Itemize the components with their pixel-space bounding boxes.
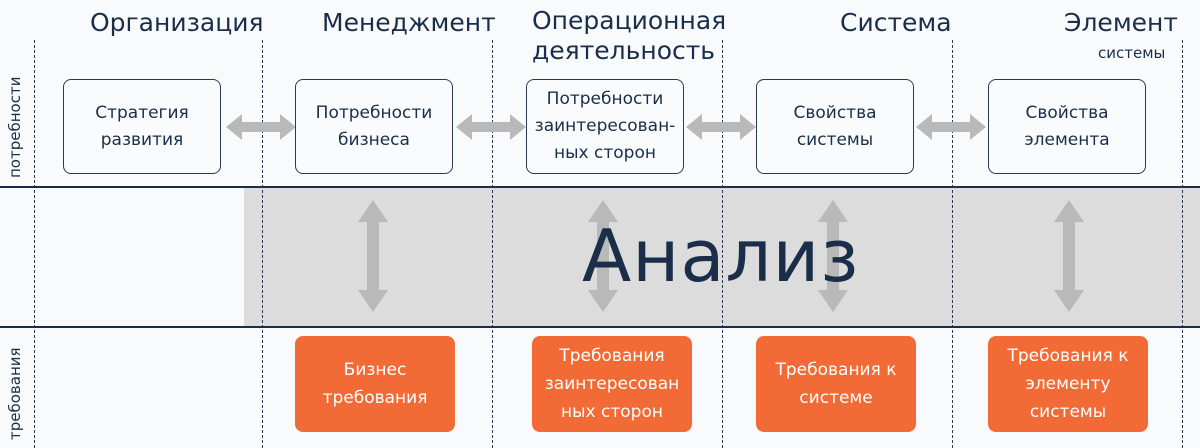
requirement-box-system: Требования к системе: [756, 336, 916, 432]
vertical-double-arrow-icon: [358, 200, 388, 312]
row-label-requirements: требования: [6, 347, 24, 440]
horizontal-double-arrow-icon: [916, 114, 986, 140]
column-header-organization: Организация: [90, 8, 264, 37]
analysis-label: Анализ: [582, 214, 860, 298]
row-divider-bottom: [0, 326, 1200, 328]
column-header-operations: Операционная деятельность: [532, 6, 727, 65]
horizontal-double-arrow-icon: [456, 114, 526, 140]
column-divider: [1182, 40, 1183, 448]
requirement-box-label: Требования заинтересован ных сторон: [544, 346, 680, 422]
requirement-box-label: Бизнес требования: [322, 360, 428, 408]
need-box-label: Потребности заинтересован- ных сторон: [534, 89, 676, 163]
need-box-system-properties: Свойства системы: [756, 79, 914, 174]
need-box-element-properties: Свойства элемента: [988, 79, 1146, 174]
requirement-box-element: Требования к элементу системы: [988, 336, 1148, 432]
horizontal-double-arrow-icon: [686, 114, 756, 140]
vertical-double-arrow-icon: [1054, 200, 1084, 312]
column-divider: [34, 40, 35, 448]
column-header-element-subtitle: системы: [1098, 44, 1166, 62]
need-box-label: Свойства элемента: [1024, 102, 1110, 150]
row-divider-top: [0, 186, 1200, 188]
column-header-system: Система: [840, 8, 952, 37]
need-box-label: Свойства системы: [793, 102, 877, 150]
column-divider: [262, 40, 263, 448]
requirement-box-label: Требования к системе: [775, 360, 897, 408]
vertical-double-arrow-icon: [818, 200, 848, 312]
column-divider: [492, 40, 493, 448]
column-divider: [722, 40, 723, 448]
requirement-box-stakeholders: Требования заинтересован ных сторон: [532, 336, 692, 432]
column-divider: [952, 40, 953, 448]
need-box-stakeholder-needs: Потребности заинтересован- ных сторон: [526, 79, 684, 174]
need-box-business-needs: Потребности бизнеса: [295, 79, 453, 174]
column-header-element: Элемент: [1064, 8, 1178, 37]
need-box-label: Стратегия развития: [95, 102, 189, 150]
horizontal-double-arrow-icon: [226, 114, 296, 140]
vertical-double-arrow-icon: [588, 200, 618, 312]
need-box-development-strategy: Стратегия развития: [63, 79, 221, 174]
row-label-needs: потребности: [6, 76, 24, 178]
column-header-management: Менеджмент: [322, 8, 496, 37]
requirement-box-label: Требования к элементу системы: [1007, 346, 1129, 422]
need-box-label: Потребности бизнеса: [315, 102, 433, 150]
requirement-box-business: Бизнес требования: [295, 336, 455, 432]
